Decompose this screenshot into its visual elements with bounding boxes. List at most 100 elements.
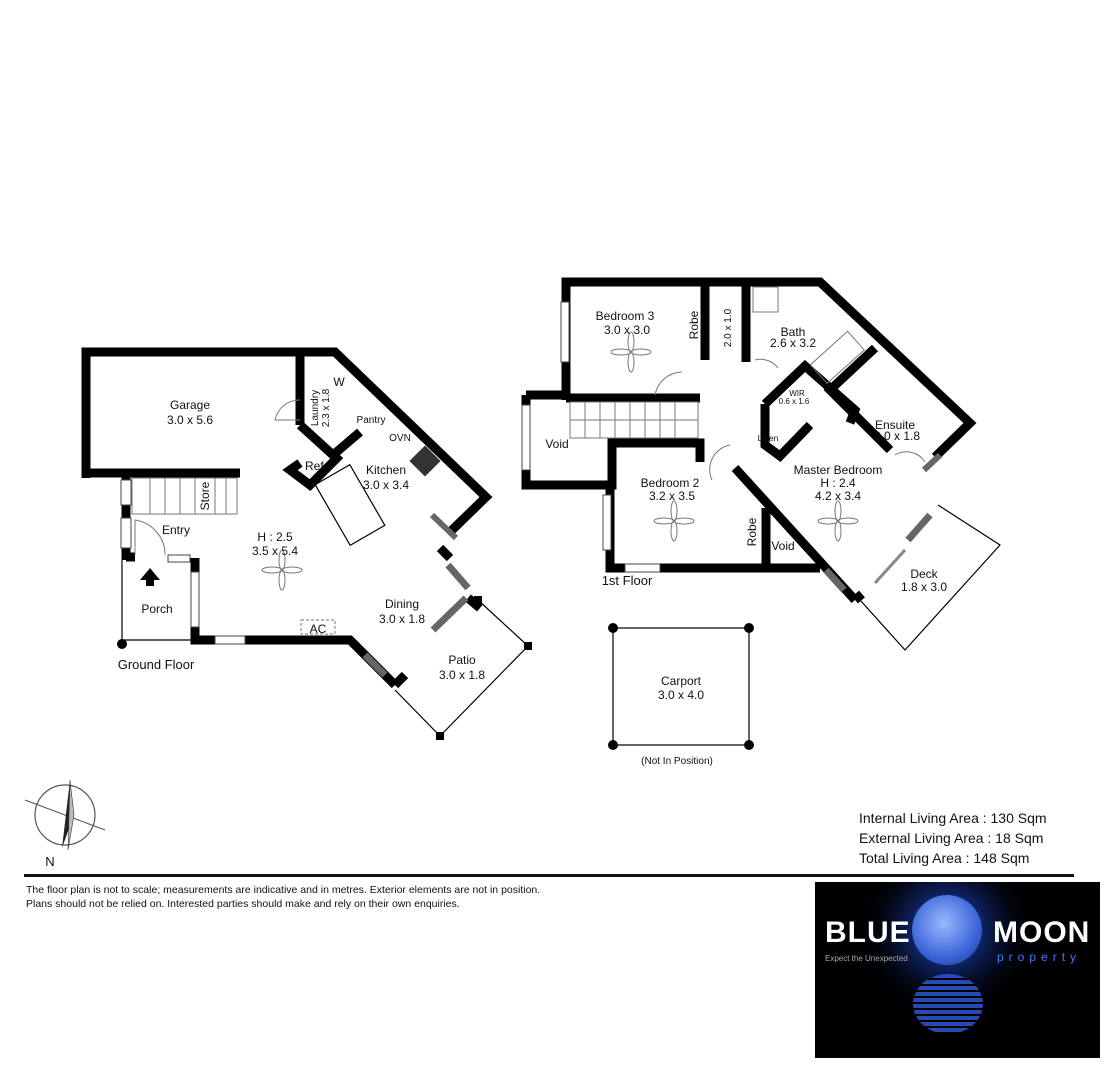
logo-word-moon: MOON: [993, 916, 1091, 949]
patio-outline: [394, 599, 529, 737]
wall: [391, 671, 409, 689]
robe-label: Robe: [745, 517, 759, 546]
door-swing: [134, 519, 166, 556]
compass-icon: N: [24, 779, 106, 869]
room-name: Deck: [910, 567, 938, 581]
cooktop-icon: [409, 445, 441, 477]
sliding-door: [873, 548, 907, 585]
compass-north-label: N: [45, 854, 54, 869]
stairs: [131, 477, 238, 515]
window: [823, 567, 847, 593]
room-size: 3.0 x 5.6: [167, 413, 213, 427]
wall: [852, 590, 865, 604]
robe-label: Robe: [687, 310, 701, 339]
room-name: Patio: [448, 653, 476, 667]
void-label: Void: [545, 437, 568, 451]
external-area: External Living Area : 18 Sqm: [859, 830, 1044, 846]
room-name: Laundry: [310, 390, 321, 426]
room-height: H : 2.5: [257, 530, 293, 544]
stairs: [569, 401, 699, 439]
room-size: 3.2 x 3.5: [649, 489, 695, 503]
window: [190, 571, 200, 628]
window: [120, 479, 132, 506]
floor-label: 1st Floor: [602, 573, 653, 588]
ceiling-fan-icon: [261, 549, 303, 591]
wall: [436, 544, 454, 562]
room-size: 2.6 x 3.2: [770, 336, 816, 350]
wall: [296, 421, 363, 461]
room-name: Ensuite: [875, 418, 915, 432]
shower: [752, 286, 779, 313]
first-floor-plan: Bedroom 3 3.0 x 3.0 Bath 2.6 x 3.2 Ensui…: [521, 277, 1001, 651]
entry-arrow-icon: [140, 568, 160, 586]
window: [521, 404, 531, 471]
ceiling-fan-icon: [610, 331, 652, 373]
pantry-label: Pantry: [357, 415, 386, 426]
room-size: 2.3 x 1.8: [321, 388, 332, 427]
wall: [81, 347, 493, 537]
porch-label: Porch: [141, 602, 172, 616]
window: [921, 452, 943, 473]
window: [445, 562, 471, 591]
sliding-door: [430, 595, 469, 633]
room-size: 0.6 x 1.6: [779, 397, 810, 406]
moon-reflection: [913, 974, 983, 1034]
room-name: Bedroom 3: [596, 309, 655, 323]
door-swing: [709, 444, 731, 481]
room-name: Carport: [661, 674, 702, 688]
door-swing: [754, 358, 779, 369]
carport: Carport 3.0 x 4.0 (Not In Position): [608, 623, 754, 767]
window: [362, 652, 388, 678]
total-area: Total Living Area : 148 Sqm: [859, 850, 1030, 866]
room-name: Garage: [170, 398, 210, 412]
window: [167, 554, 191, 563]
disclaimer: The floor plan is not to scale; measurem…: [26, 883, 540, 911]
internal-area: Internal Living Area : 130 Sqm: [859, 810, 1047, 826]
post: [117, 639, 127, 649]
kitchen-island: [314, 463, 386, 547]
room-size: 3.0 x 3.4: [363, 478, 409, 492]
room-name: Kitchen: [366, 463, 406, 477]
room-size: 3.0 x 1.8: [439, 668, 485, 682]
wall: [190, 558, 399, 689]
area-summary: Internal Living Area : 130 Sqm External …: [859, 808, 1047, 868]
room-name: Dining: [385, 597, 419, 611]
store-label: Store: [198, 481, 212, 510]
room-size: 1.8 x 3.0: [901, 580, 947, 594]
post: [524, 642, 532, 650]
divider: [24, 874, 1074, 877]
wc-size: 2.0 x 1.0: [723, 308, 734, 347]
room-size: 3.5 x 5.4: [252, 544, 298, 558]
porch-outline: [121, 560, 195, 641]
deck-outline: [859, 504, 1001, 651]
logo-subtitle: property: [997, 950, 1082, 964]
ac-unit: [300, 619, 336, 635]
window: [602, 494, 612, 551]
ceiling-fan-icon: [817, 500, 859, 542]
window: [624, 563, 661, 573]
room-name: Bedroom 2: [641, 476, 700, 490]
room-size: 3.0 x 3.0: [604, 323, 650, 337]
door-swing: [894, 451, 926, 463]
window: [214, 635, 246, 645]
disclaimer-line: Plans should not be relied on. Intereste…: [26, 898, 460, 910]
entry-label: Entry: [162, 523, 190, 537]
logo-word-blue: BLUE: [825, 916, 911, 949]
window: [429, 512, 459, 541]
wall: [282, 451, 344, 491]
fridge-label: Ref.: [305, 459, 327, 473]
moon-icon: [912, 895, 982, 965]
linen-label: Linen: [758, 433, 779, 443]
window: [120, 517, 132, 549]
ac-label: AC: [310, 622, 327, 636]
door-swing: [654, 371, 683, 396]
post: [436, 732, 444, 740]
floor-label: Ground Floor: [118, 657, 195, 672]
window: [905, 512, 933, 543]
room-name: WIR: [789, 389, 805, 398]
room-height: H : 2.4: [820, 476, 856, 490]
logo-tagline: Expect the Unexpected: [825, 954, 908, 963]
carport-note: (Not In Position): [641, 756, 713, 767]
washer-label: W: [333, 375, 345, 389]
